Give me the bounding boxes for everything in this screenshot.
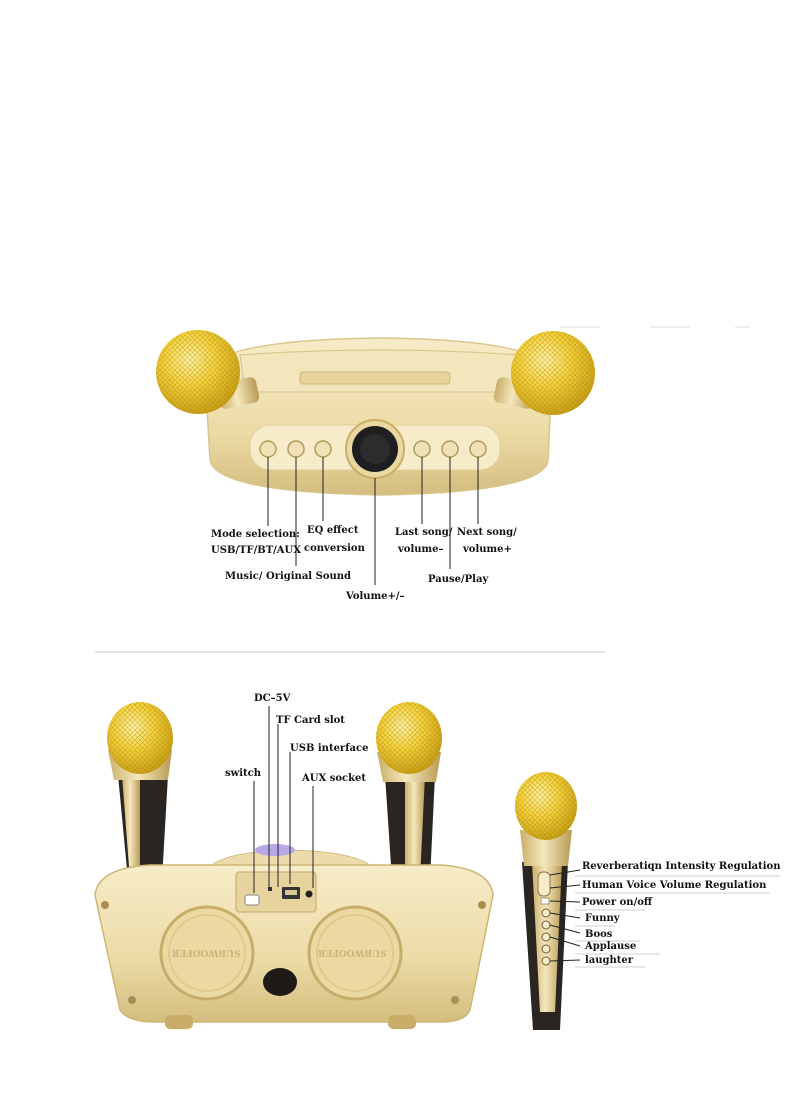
label-next-line2: volume+ [463,544,512,555]
label-power: Power on/off [582,897,653,908]
music-button [287,440,305,458]
mic-leader-lines [549,869,581,962]
label-funny: Funny [585,913,620,924]
label-next-line1: Next song/ [457,527,517,538]
mode-button [259,440,277,458]
label-aux: AUX socket [302,773,367,784]
label-dc: DC–5V [254,693,291,704]
eq-button [314,440,332,458]
last-song-button [413,440,431,458]
label-music-original: Music/ Original Sound [225,571,352,582]
rear-speaker-illustration [94,702,494,1029]
mic-underlines [575,875,780,968]
label-reverb: Reverberatiqn Intensity Regulation [582,861,781,872]
next-song-button [469,440,487,458]
pause-play-button [441,440,459,458]
label-voice: Human Voice Volume Regulation [582,880,767,891]
label-tf: TF Card slot [276,715,345,726]
label-eq-line2: conversion [304,543,365,554]
rear-leader-lines [253,706,314,893]
label-mode-line1: Mode selection: [211,529,300,540]
label-applause: Applause [585,941,637,952]
front-speaker-illustration [156,330,595,496]
woofer-right-text: SUBWOOFER [318,947,387,957]
label-last-line1: Last song/ [395,527,453,538]
label-usb: USB interface [290,743,369,754]
label-eq-line1: EQ effect [307,525,359,536]
woofer-left-text: SUBWOOFER [172,947,241,957]
label-mode-line2: USB/TF/BT/AUX [211,545,302,556]
label-last-line2: volume– [398,544,444,555]
label-pause-play: Pause/Play [428,574,489,585]
label-boos: Boos [585,929,613,940]
label-volume: Volume+/– [346,591,405,602]
label-switch: switch [225,768,262,779]
label-laughter: laughter [585,955,634,966]
handheld-mic-illustration [515,772,577,1030]
front-leader-lines [267,457,479,585]
